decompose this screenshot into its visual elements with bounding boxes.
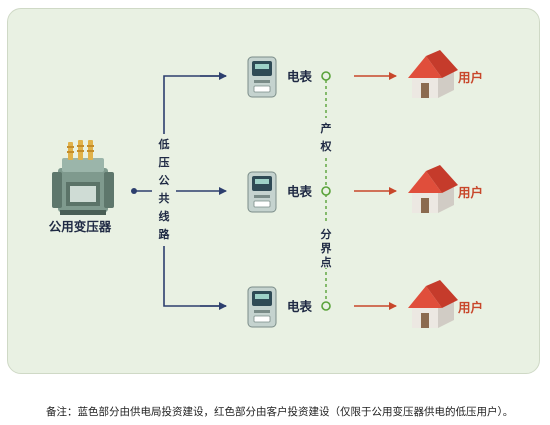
meter-label: 电表 [287, 184, 313, 199]
electric-meter-icon [247, 171, 277, 213]
line-label-char: 线 [159, 209, 170, 223]
boundary-label: 产 权 分 界 点 [320, 121, 333, 269]
boundary-point [321, 71, 331, 81]
line-label-char: 共 [159, 191, 170, 205]
boundary-label-char: 界 [321, 242, 332, 255]
user-label: 用户 [457, 70, 483, 85]
user-label: 用户 [457, 300, 483, 315]
low-voltage-line [131, 72, 227, 310]
boundary-label-char: 点 [321, 255, 332, 269]
line-label-char: 公 [159, 174, 170, 187]
electric-meter-icon [247, 286, 277, 328]
footnote: 备注：蓝色部分由供电局投资建设，红色部分由客户投资建设（仅限于公用变压器供电的低… [46, 406, 514, 418]
boundary-label-char: 产 [321, 121, 332, 135]
electric-meter-icon [247, 56, 277, 98]
house-icon [408, 280, 458, 328]
meter-label: 电表 [287, 69, 313, 84]
branch-row: 电表 用户 [247, 165, 483, 213]
boundary-point [321, 186, 331, 196]
house-icon [408, 165, 458, 213]
boundary-label-char: 权 [320, 139, 333, 153]
line-label-char: 路 [159, 227, 171, 241]
user-label: 用户 [457, 185, 483, 200]
meter-label: 电表 [287, 299, 313, 314]
line-label-char: 压 [159, 155, 170, 169]
branch-row: 电表 用户 [247, 50, 483, 98]
line-label: 低 压 公 共 线 路 [158, 137, 171, 241]
branch-row: 电表 用户 [247, 280, 483, 328]
transformer-label: 公用变压器 [49, 219, 112, 234]
line-label-char: 低 [158, 137, 170, 151]
transformer-icon [52, 140, 114, 215]
boundary-point [321, 301, 331, 311]
boundary-label-char: 分 [321, 227, 332, 241]
house-icon [408, 50, 458, 98]
